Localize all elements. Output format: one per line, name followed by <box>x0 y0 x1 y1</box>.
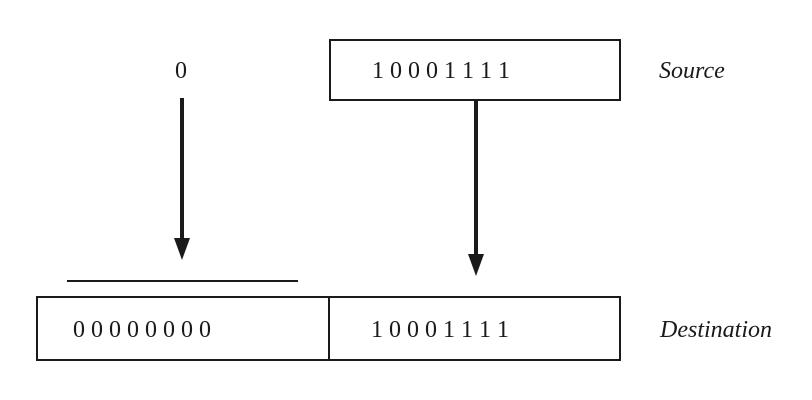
destination-lower-bits: 1 0 0 0 1 1 1 1 <box>371 317 509 343</box>
destination-upper-bits: 0 0 0 0 0 0 0 0 <box>73 317 211 343</box>
destination-label: Destination <box>660 317 772 343</box>
zero-arrow-head <box>174 238 190 260</box>
zero-input-label: 0 <box>175 58 187 84</box>
source-bits: 1 0 0 0 1 1 1 1 <box>372 58 510 84</box>
source-label: Source <box>659 58 725 84</box>
source-arrow-head <box>468 254 484 276</box>
